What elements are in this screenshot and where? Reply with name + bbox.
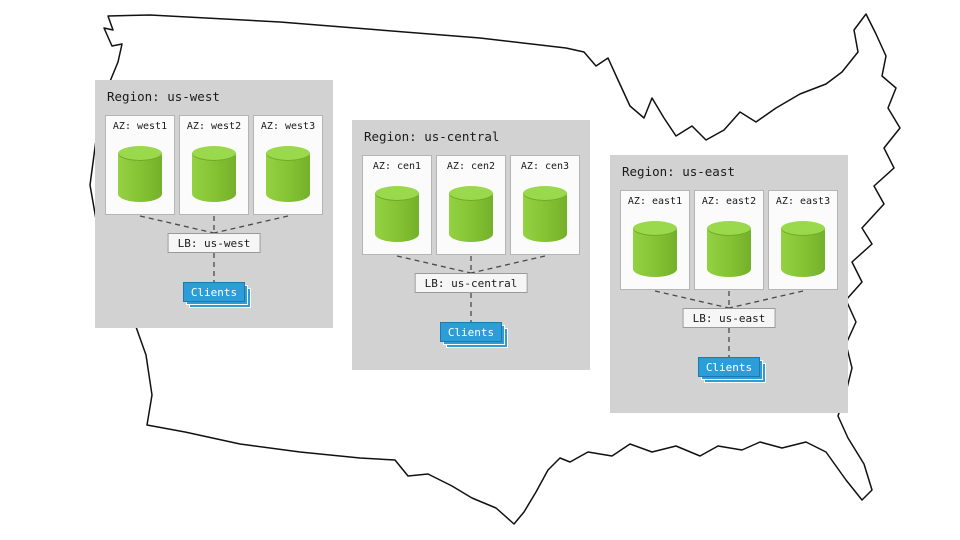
clients-box: Clients (183, 282, 245, 302)
az-box-east1: AZ: east1 (620, 190, 690, 290)
region-title: Region: us-central (364, 129, 500, 144)
clients-box: Clients (698, 357, 760, 377)
region-box-us-west: Region: us-west AZ: west1 AZ: west2 AZ: … (95, 80, 333, 328)
database-cylinder-icon (118, 146, 162, 202)
az-label: AZ: west2 (186, 121, 242, 132)
database-cylinder-icon (633, 221, 677, 277)
az-label: AZ: cen2 (446, 161, 496, 172)
region-box-us-central: Region: us-central AZ: cen1 AZ: cen2 AZ:… (352, 120, 590, 370)
az-box-west2: AZ: west2 (179, 115, 249, 215)
az-label: AZ: cen1 (372, 161, 422, 172)
az-label: AZ: west1 (112, 121, 168, 132)
database-cylinder-icon (266, 146, 310, 202)
database-cylinder-icon (375, 186, 419, 242)
az-box-cen2: AZ: cen2 (436, 155, 506, 255)
az-label: AZ: cen3 (520, 161, 570, 172)
database-cylinder-icon (449, 186, 493, 242)
clients-stack: Clients (698, 357, 766, 383)
az-box-east3: AZ: east3 (768, 190, 838, 290)
region-title: Region: us-west (107, 89, 220, 104)
clients-stack: Clients (440, 322, 508, 348)
clients-box: Clients (440, 322, 502, 342)
clients-stack: Clients (183, 282, 251, 308)
az-label: AZ: west3 (260, 121, 316, 132)
database-cylinder-icon (781, 221, 825, 277)
az-box-west1: AZ: west1 (105, 115, 175, 215)
az-box-west3: AZ: west3 (253, 115, 323, 215)
az-row: AZ: west1 AZ: west2 AZ: west3 (95, 115, 333, 215)
dashed-connectors (654, 290, 804, 357)
region-box-us-east: Region: us-east AZ: east1 AZ: east2 AZ: … (610, 155, 848, 413)
dashed-connectors (396, 255, 546, 322)
load-balancer-box: LB: us-central (414, 273, 528, 293)
az-label: AZ: east1 (627, 196, 683, 207)
database-cylinder-icon (192, 146, 236, 202)
load-balancer-box: LB: us-east (682, 308, 776, 328)
az-row: AZ: cen1 AZ: cen2 AZ: cen3 (352, 155, 590, 255)
load-balancer-box: LB: us-west (167, 233, 261, 253)
az-box-east2: AZ: east2 (694, 190, 764, 290)
dashed-connectors (139, 215, 289, 282)
database-cylinder-icon (707, 221, 751, 277)
az-box-cen3: AZ: cen3 (510, 155, 580, 255)
region-title: Region: us-east (622, 164, 735, 179)
az-box-cen1: AZ: cen1 (362, 155, 432, 255)
az-row: AZ: east1 AZ: east2 AZ: east3 (610, 190, 848, 290)
az-label: AZ: east2 (701, 196, 757, 207)
database-cylinder-icon (523, 186, 567, 242)
az-label: AZ: east3 (775, 196, 831, 207)
